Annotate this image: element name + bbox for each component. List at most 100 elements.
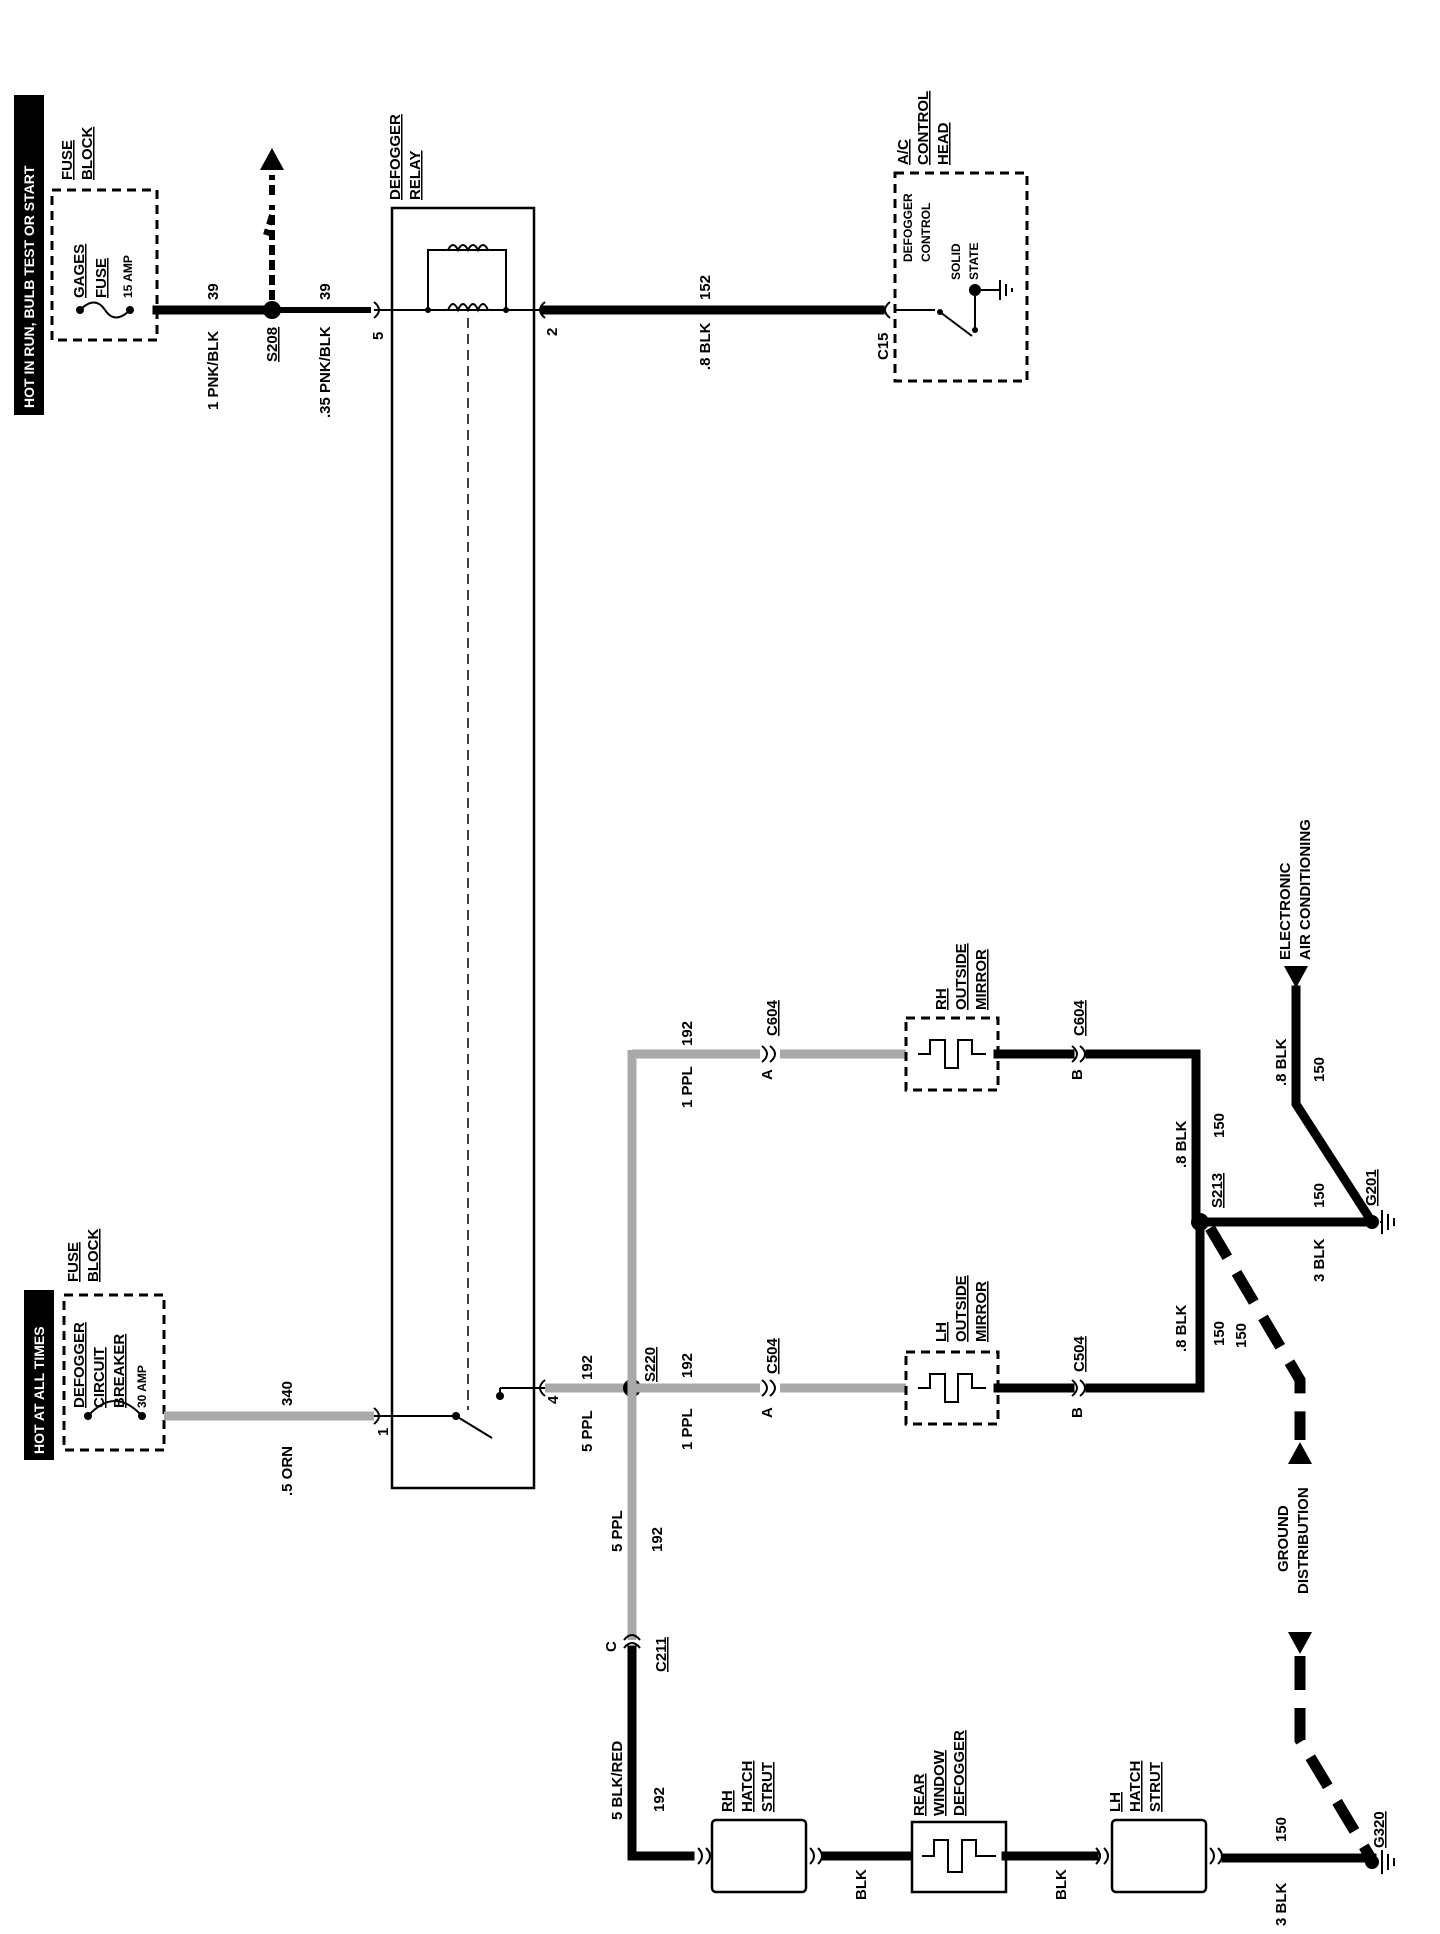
c211-down-circuit: 192	[649, 1527, 666, 1552]
ac-control-head-box	[893, 171, 1029, 383]
fuse-block-label-top-1: FUSE	[59, 140, 76, 180]
c504-out-label: C504	[1071, 1335, 1088, 1372]
relay-out-circuit: 192	[579, 1355, 596, 1380]
lh-mirror-wire-circuit: 192	[679, 1353, 696, 1378]
wire-150-to-ac	[1291, 985, 1379, 1229]
lh-mirror-heater-grid-icon	[918, 1373, 986, 1403]
lh-strut-conn-out-icon	[1209, 1847, 1223, 1865]
ac-head-title-2: CONTROL	[915, 91, 932, 165]
rh-strut-conn-out-icon	[809, 1847, 823, 1865]
ground-dist-arrow-lower-icon	[1288, 1632, 1312, 1654]
fuse-block-bottom	[62, 1293, 166, 1452]
rh-mirror-wire-label: 1 PPL	[679, 1066, 696, 1108]
ac-head-inner-1: DEFOGGER	[901, 193, 915, 262]
lh-mirror-title-3: MIRROR	[973, 1281, 990, 1342]
c604-pin-b: B	[1069, 1069, 1086, 1080]
wire-a-label: 1 PNK/BLK	[205, 331, 222, 410]
ac-head-solid-1: SOLID	[949, 243, 963, 280]
breaker-rating: 30 AMP	[135, 1365, 149, 1408]
circuit-breaker-icon	[87, 1400, 143, 1417]
relay-pin-1: 1	[375, 1428, 392, 1436]
fuse-block-top	[50, 188, 159, 342]
fuse-block-label-bottom-1: FUSE	[65, 1242, 82, 1282]
wire-150-rh-to-s213	[1085, 1049, 1201, 1225]
c211-label: C211	[653, 1637, 670, 1672]
breaker-name-2: CIRCUIT	[91, 1347, 108, 1408]
rh-strut-title-1: RH	[719, 1790, 736, 1812]
relay-switch-blade	[455, 1415, 493, 1439]
ac-reference-arrow-icon	[1284, 966, 1308, 988]
splice-s208-label: S208	[264, 327, 281, 362]
wire-152-label: .8 BLK	[697, 322, 714, 370]
hot-run-label: HOT IN RUN, BULB TEST OR START	[21, 165, 37, 408]
rh-hatch-strut-box	[710, 1818, 808, 1894]
rear-defogger-grid-icon	[922, 1839, 996, 1873]
solid-state-ground-icon	[999, 280, 1013, 300]
relay-resistor-icon	[447, 244, 489, 253]
ac-wire-circuit: 150	[1311, 1057, 1328, 1082]
wire-150-lh-to-s213	[1085, 1217, 1205, 1393]
c15-label: C15	[875, 332, 892, 360]
gages-fuse-rating: 15 AMP	[121, 255, 135, 298]
relay-coil-icon	[447, 303, 489, 313]
wire-blk-red-to-rh-strut	[627, 1645, 695, 1861]
relay-pin-5: 5	[370, 332, 387, 340]
g320-ground-icon	[1381, 1850, 1395, 1874]
relay-coil-node-right	[503, 307, 509, 313]
lh-mirror-out-label: .8 BLK	[1173, 1304, 1190, 1352]
wire-a-circuit: 39	[205, 283, 222, 300]
c211-down-label: 5 PPL	[609, 1510, 626, 1552]
lh-mirror-wire-label: 1 PPL	[679, 1408, 696, 1450]
c604-in-label: C604	[764, 999, 781, 1036]
wire-b-label: .35 PNK/BLK	[317, 326, 334, 418]
gages-fuse-name-2: FUSE	[93, 258, 110, 298]
wire-152-circuit: 152	[697, 275, 714, 300]
wire-340-circuit: 340	[279, 1381, 296, 1406]
breaker-name-1: DEFOGGER	[71, 1322, 88, 1408]
g320-wire-label: 3 BLK	[1273, 1882, 1290, 1926]
ac-head-switch-blade	[939, 311, 973, 337]
ac-head-switch-node	[937, 309, 943, 315]
strut-wire-circuit: 192	[651, 1787, 668, 1812]
rh-mirror-title-3: MIRROR	[973, 949, 990, 1010]
rh-mirror-title-1: RH	[933, 988, 950, 1010]
lh-strut-title-2: HATCH	[1127, 1761, 1144, 1812]
c504-in-connector-icon	[761, 1379, 776, 1397]
c15-connector-icon	[884, 301, 891, 319]
rear-blk-label-2: BLK	[1053, 1869, 1070, 1900]
rear-defog-title-1: REAR	[911, 1773, 928, 1816]
lh-hatch-strut-box	[1110, 1818, 1208, 1894]
defogger-relay-box	[390, 206, 536, 1490]
c504-out-connector-icon	[1071, 1379, 1086, 1397]
ac-wire-label: .8 BLK	[1273, 1038, 1290, 1086]
c604-out-label: C604	[1071, 999, 1088, 1036]
c504-in-label: C504	[764, 1337, 781, 1374]
ac-reference-1: ELECTRONIC	[1277, 862, 1294, 960]
g320-label: G320	[1371, 1811, 1388, 1848]
solid-state-node	[969, 284, 981, 296]
c211-connector-icon	[623, 1634, 641, 1649]
rh-mirror-out-label: .8 BLK	[1173, 1120, 1190, 1168]
c604-pin-a: A	[759, 1069, 776, 1080]
ac-reference-2: AIR CONDITIONING	[1297, 819, 1314, 960]
lh-mirror-title-2: OUTSIDE	[953, 1275, 970, 1342]
g201-ground-icon	[1380, 1210, 1395, 1234]
fuse-block-label-bottom-2: BLOCK	[85, 1229, 102, 1282]
splice-s213-label: S213	[1209, 1173, 1226, 1208]
splice-s220-label: S220	[642, 1347, 659, 1382]
g201-wire-circuit: 150	[1311, 1183, 1328, 1208]
hot-all-times-label-bg	[24, 1290, 54, 1460]
relay-pin-4-connector-icon	[539, 1379, 546, 1397]
ac-head-title-3: HEAD	[935, 122, 952, 165]
relay-out-label: 5 PPL	[579, 1410, 596, 1452]
rh-strut-conn-in-icon	[697, 1847, 711, 1865]
rh-mirror-out-circuit: 150	[1211, 1113, 1228, 1138]
wire-150-ground-dist-upper	[1205, 1225, 1306, 1440]
rear-blk-label-1: BLK	[853, 1869, 870, 1900]
relay-title-2: RELAY	[407, 151, 424, 200]
splice-s208	[263, 301, 281, 319]
ground-dist-2: DISTRIBUTION	[1295, 1487, 1312, 1594]
lh-strut-title-3: STRUT	[1147, 1762, 1164, 1812]
rear-defog-title-3: DEFOGGER	[951, 1730, 968, 1816]
